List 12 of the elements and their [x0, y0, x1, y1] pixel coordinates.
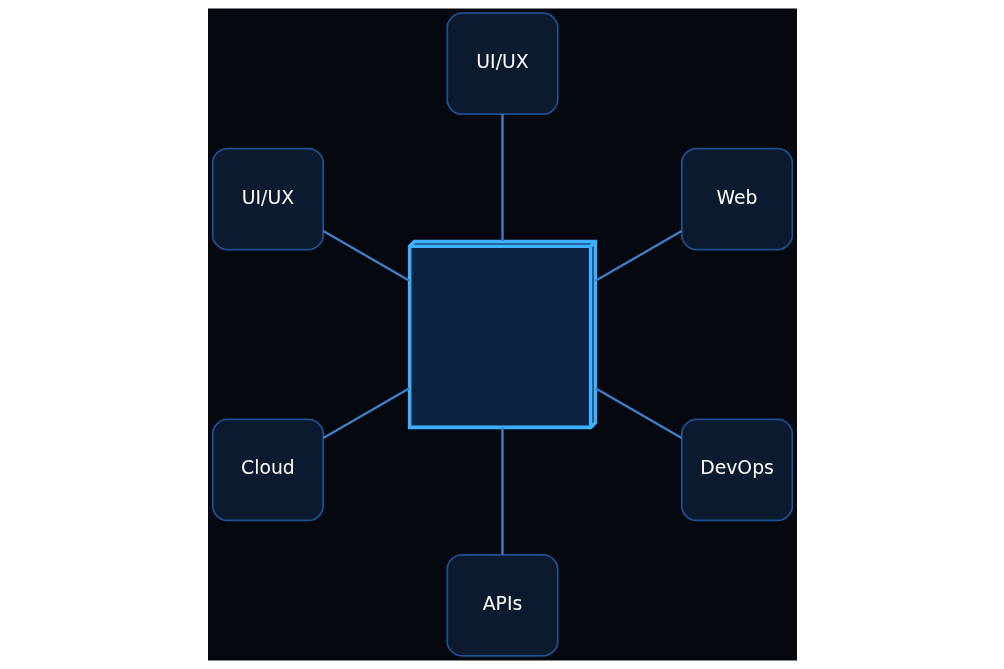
connector	[500, 114, 504, 242]
node-box: UI/UX	[211, 147, 324, 251]
node-box: UI/UX	[445, 12, 559, 116]
connector	[322, 387, 410, 439]
node-box: Cloud	[211, 418, 324, 522]
connector	[594, 387, 682, 439]
node-box: DevOps	[680, 418, 793, 522]
node-box: APIs	[445, 553, 559, 657]
connector	[594, 230, 682, 282]
connector	[322, 230, 410, 282]
node-box: Web	[680, 147, 793, 251]
connector	[500, 427, 504, 555]
